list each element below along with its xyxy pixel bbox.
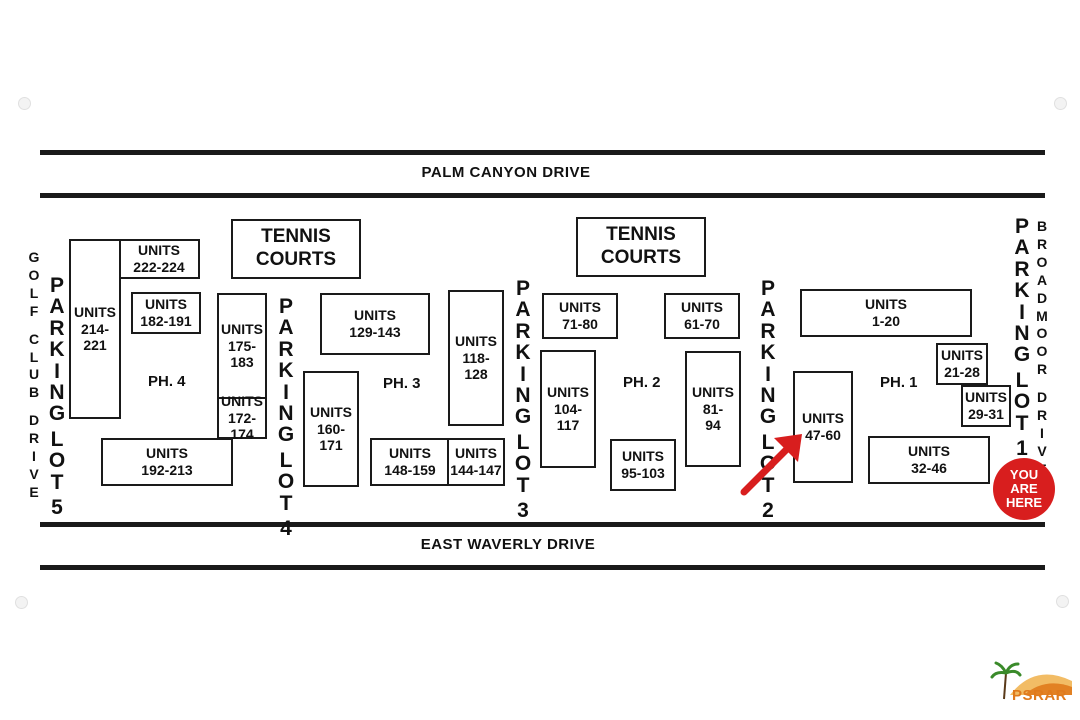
mounting-hole	[1054, 97, 1067, 110]
you-are-here-marker: YOU ARE HERE	[993, 458, 1055, 520]
parking-lot-2-label: PARKINGLOT2	[759, 277, 777, 523]
tennis-courts-east: TENNIS COURTS	[576, 217, 706, 277]
palm-canyon-drive-line-top	[40, 150, 1045, 155]
psrar-logo	[990, 661, 1072, 700]
red-arrow-icon	[740, 434, 802, 496]
palm-canyon-drive-label: PALM CANYON DRIVE	[421, 164, 591, 181]
mounting-hole	[1056, 595, 1069, 608]
mounting-hole	[18, 97, 31, 110]
phase-2-label: PH. 2	[623, 374, 661, 391]
psrar-logo-text: PSRAR	[1012, 687, 1068, 704]
east-waverly-drive-line-top	[40, 522, 1045, 527]
phase-4-label: PH. 4	[148, 373, 186, 390]
palm-canyon-drive-line-bottom	[40, 193, 1045, 198]
mounting-hole	[15, 596, 28, 609]
east-waverly-drive-label: EAST WAVERLY DRIVE	[420, 536, 596, 553]
tennis-courts-west: TENNIS COURTS	[231, 219, 361, 279]
east-waverly-drive-line-bottom	[40, 565, 1045, 570]
broadmoor-drive-label: BROADMOORDRIVE	[1036, 218, 1048, 477]
phase-1-label: PH. 1	[880, 374, 918, 391]
phase-3-label: PH. 3	[383, 375, 421, 392]
